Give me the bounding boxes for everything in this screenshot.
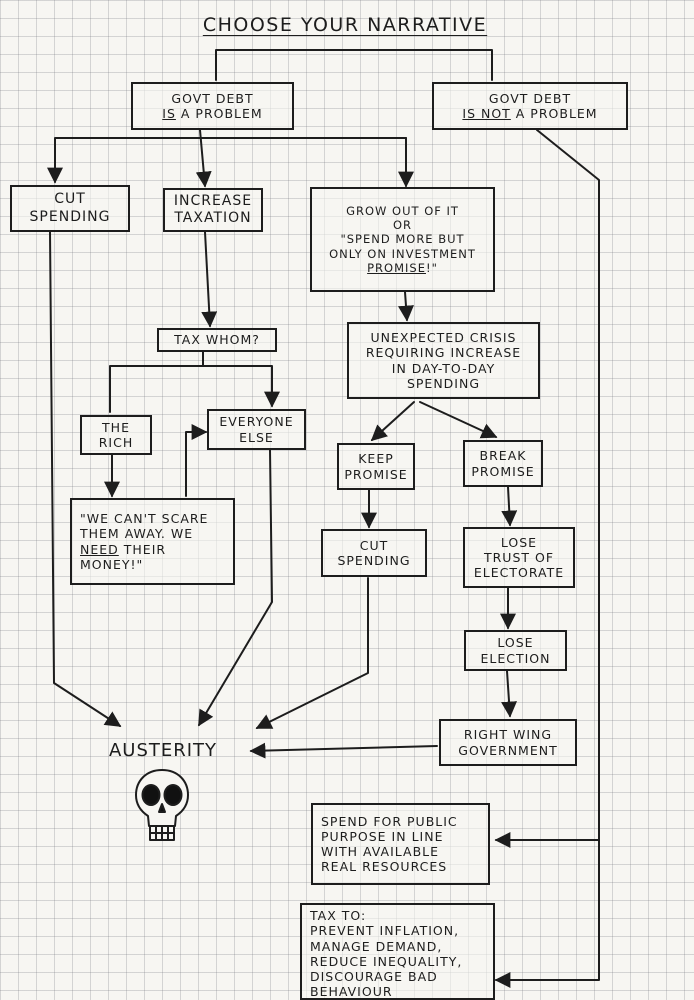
node-text: else <box>239 429 274 445</box>
node-text: trust of <box>483 549 555 565</box>
node-text: Cut <box>54 191 86 208</box>
node-text: "We can't scare <box>80 511 209 526</box>
node-unexpected-crisis: Unexpected crisis requiring increase in … <box>347 322 540 399</box>
node-text: Lose <box>500 534 538 550</box>
node-text: reduce inequality, <box>310 953 463 969</box>
node-text: Govt debt <box>488 90 572 106</box>
node-tax-to: Tax to: Prevent inflation, manage demand… <box>300 903 495 1000</box>
node-text: Break <box>479 448 527 464</box>
node-text: government <box>458 742 558 758</box>
node-cut-spending-right: Cut spending <box>321 529 427 577</box>
node-text-emphasis: is <box>162 106 176 121</box>
node-keep-promise: Keep promise <box>337 443 415 490</box>
node-text: Prevent inflation, <box>310 923 460 939</box>
node-text-emphasis: promise <box>367 260 426 275</box>
connector-notproblem-right <box>494 129 600 988</box>
connector-grow-crisis <box>397 291 414 322</box>
node-text: election <box>480 650 551 666</box>
connector-cut1-austerity <box>49 231 122 727</box>
node-everyone-else: Everyone else <box>207 409 306 450</box>
node-text: requiring increase <box>365 345 522 361</box>
node-text: them away. We <box>80 526 194 542</box>
connector-cut2-austerity <box>255 577 369 729</box>
connector-scare-everyone <box>185 424 208 497</box>
node-text: rich <box>98 435 134 450</box>
connector-problem-tax <box>195 129 212 188</box>
node-text: Unexpected crisis <box>370 330 517 345</box>
node-cut-spending-left: Cut spending <box>10 185 130 232</box>
node-increase-taxation: Increase taxation <box>163 188 263 232</box>
node-lose-trust: Lose trust of electorate <box>463 527 575 588</box>
node-text: taxation <box>174 210 252 226</box>
node-break-promise: Break promise <box>463 440 543 487</box>
page-title: Choose your narrative <box>202 14 488 36</box>
node-the-rich: The rich <box>80 415 152 455</box>
node-govt-debt-not-problem: Govt debt is not a problem <box>432 82 628 130</box>
node-text: Grow out of it <box>346 204 459 219</box>
node-text: Lose <box>497 635 534 651</box>
node-text: discourage bad <box>310 969 438 984</box>
node-text: money!" <box>80 556 144 572</box>
node-text: !" <box>425 260 438 275</box>
connector-election-rightwing <box>501 670 518 718</box>
node-text: manage demand, <box>310 938 443 954</box>
connector-title-branch <box>215 49 493 81</box>
node-govt-debt-problem: Govt debt is a problem <box>131 82 294 130</box>
connector-tax-taxwhom <box>201 231 218 328</box>
node-right-wing-government: Right wing government <box>439 719 577 766</box>
node-text: only on investment <box>329 246 476 261</box>
node-text: Spend for public <box>321 813 458 829</box>
connector-taxwhom-branch <box>109 351 272 412</box>
node-text: purpose in line <box>321 828 444 844</box>
node-text: or <box>392 218 413 233</box>
connector-break-trust <box>501 486 518 527</box>
node-text: Increase <box>173 192 253 209</box>
node-text: in day-to-day <box>391 360 496 376</box>
node-text: Tax to: <box>310 908 367 923</box>
connector-rightwing-austerity <box>249 742 438 759</box>
node-text: Tax whom? <box>174 332 260 348</box>
node-text: spending <box>406 375 481 391</box>
node-tax-whom: Tax whom? <box>157 328 277 352</box>
node-cant-scare-quote: "We can't scare them away. We need their… <box>70 498 235 585</box>
node-text: Cut <box>359 537 389 553</box>
node-text: promise <box>344 466 408 482</box>
node-text: Govt debt <box>171 90 254 106</box>
node-text: spending <box>29 208 111 225</box>
austerity-label: Austerity <box>108 740 218 761</box>
connector-everyone-austerity <box>198 449 273 727</box>
node-grow-out-of-it: Grow out of it or "Spend more but only o… <box>310 187 495 292</box>
node-text: a problem <box>175 106 263 121</box>
skull-icon <box>135 769 189 841</box>
node-text: electorate <box>473 565 565 581</box>
node-lose-election: Lose election <box>464 630 567 671</box>
node-text: a problem <box>510 106 598 121</box>
node-text: their <box>118 541 167 557</box>
node-text: Right wing <box>463 727 553 743</box>
connector-crisis-break <box>419 401 498 439</box>
node-text: The <box>102 419 130 435</box>
node-text: real resources <box>321 859 448 875</box>
node-text-emphasis: is not <box>462 106 511 121</box>
connector-crisis-keep <box>370 401 415 442</box>
node-text-emphasis: need <box>80 541 119 557</box>
node-text: with available <box>321 844 440 859</box>
node-text: promise <box>471 463 535 479</box>
connector-problem-cut <box>55 137 407 182</box>
node-text: Keep <box>358 451 394 467</box>
node-text: Everyone <box>219 414 294 430</box>
node-text: "Spend more but <box>340 232 465 247</box>
node-text: behaviour <box>310 984 393 1000</box>
node-text: spending <box>337 553 411 568</box>
node-spend-public-purpose: Spend for public purpose in line with av… <box>311 803 490 885</box>
